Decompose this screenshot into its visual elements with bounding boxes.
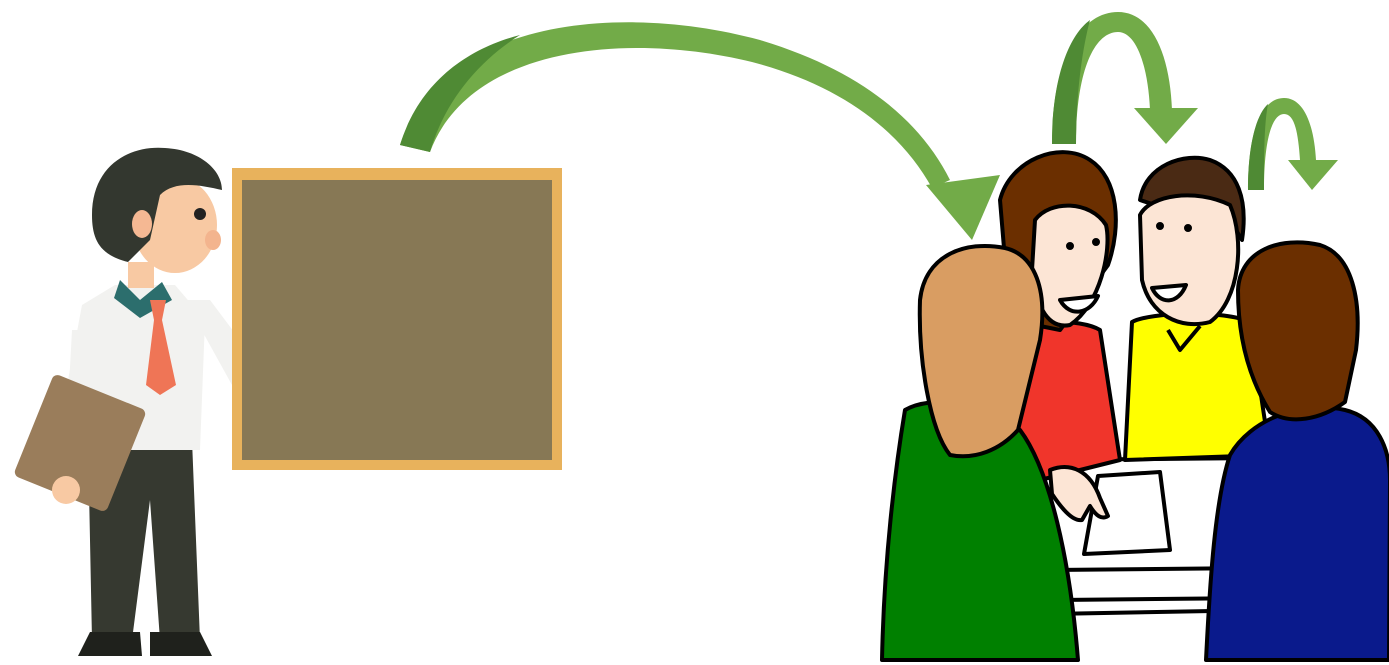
teacher-lower-hand [52, 476, 80, 504]
teacher-neck [128, 262, 154, 288]
chalkboard-surface [242, 180, 552, 460]
circular-arrow-large-head [1134, 108, 1198, 144]
chalkboard-icon [232, 168, 562, 470]
teacher-ear [132, 210, 152, 238]
circular-arrow-large-shade [1052, 20, 1090, 144]
teacher-shoes [78, 632, 212, 656]
curved-arrow-body [400, 22, 950, 188]
student-red-smile [1060, 296, 1098, 312]
teacher-nose [205, 230, 221, 250]
student-group-icon [882, 152, 1389, 660]
student-blue [1206, 242, 1389, 660]
curved-arrow-head [926, 175, 1000, 240]
circular-arrow-small-head [1288, 160, 1338, 190]
teacher-eye [194, 208, 206, 220]
